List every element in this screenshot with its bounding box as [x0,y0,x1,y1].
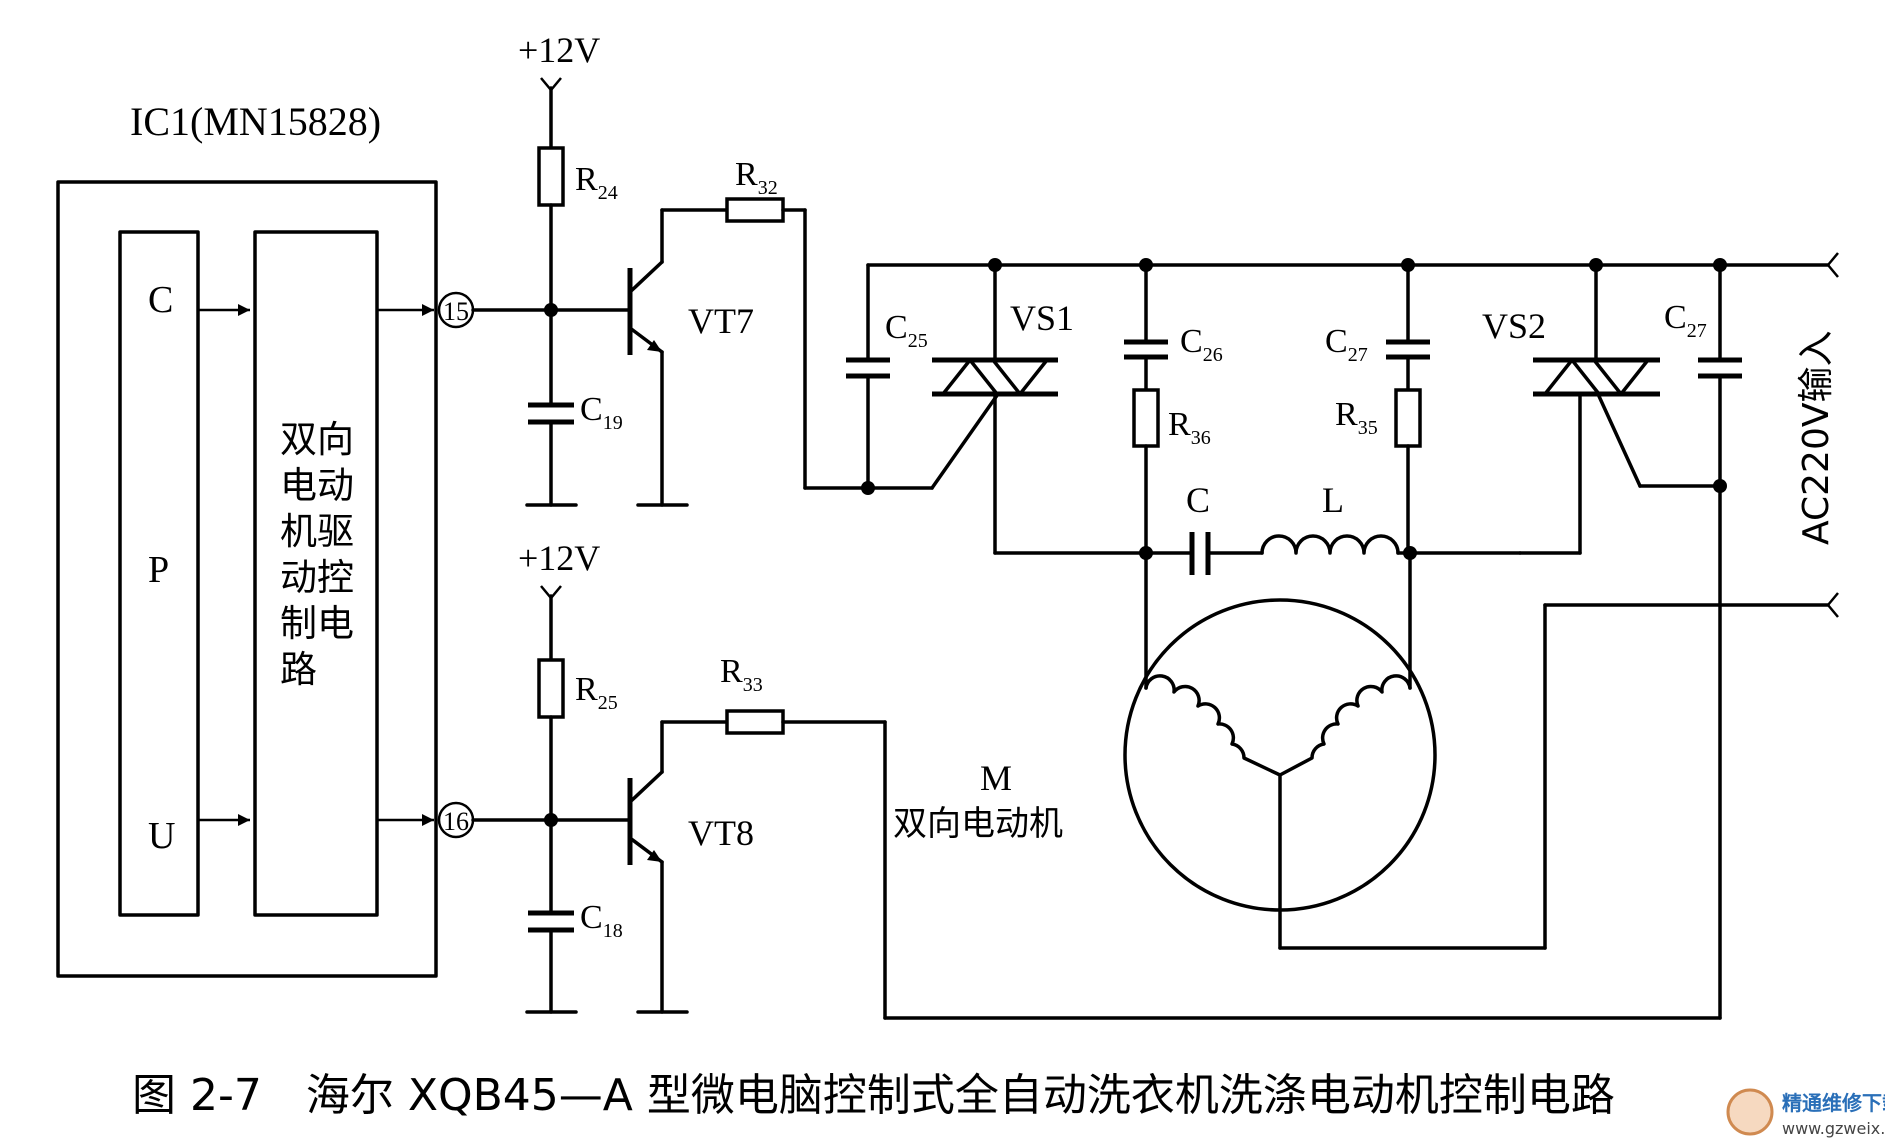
r35-label: R35 [1335,396,1378,439]
driver-text-5: 制电 [280,602,354,645]
vs1-label: VS1 [1010,298,1074,338]
arrowhead [238,304,250,316]
vt8-label: VT8 [688,813,754,853]
c19-label: C19 [580,391,623,434]
cpu-letter-c: C [148,279,173,321]
vs2-triangle [1592,358,1650,396]
r24-resistor [537,146,565,207]
watermark-text-1: 精通维修下载 [1782,1091,1885,1115]
ac-input-label: AC220V输入 [1796,331,1837,545]
driver-text-2: 电动 [280,464,354,507]
r33-resistor [725,709,785,735]
ic1-title: IC1(MN15828) [130,99,381,144]
vs1-gate [930,392,1000,490]
r36-resistor [1132,388,1160,448]
arrowhead [422,814,434,826]
c27a-label: C27 [1325,323,1368,366]
vt7-label: VT7 [688,301,754,341]
junction-dot [544,813,558,827]
vt8-collector [628,770,664,804]
motor-winding-left [1144,674,1282,777]
motor-winding-right [1278,674,1412,777]
r25-label: R25 [575,671,618,714]
watermark-logo [1726,1088,1774,1136]
c25-label: C25 [885,309,928,352]
motor-label-m: M [980,758,1012,798]
l-inductor [1260,534,1400,555]
ac-terminal-bottom [1827,592,1839,618]
vs2-triangle [1543,358,1601,396]
pin-15-label: 15 [443,297,469,326]
ac-terminal-top [1827,252,1839,278]
arrowhead [238,814,250,826]
vs1-triangle [991,358,1049,396]
c27b-label: C27 [1664,299,1707,342]
vt7-collector [628,260,664,294]
r35-resistor [1394,388,1422,448]
driver-text-6: 路 [280,648,317,691]
cpu-box [118,230,200,917]
vt7-emitter-arrow [647,340,662,352]
watermark-text-2: www.gzweix.com [1782,1119,1885,1138]
l-label: L [1322,480,1344,520]
driver-text-3: 机驱 [280,510,354,553]
power-section: C25 VS1 C26 R36 C L [846,252,1839,1020]
c18-label: C18 [580,899,623,942]
vt7-stage: +12V R24 C19 VT7 R32 [471,30,934,507]
c-label: C [1186,480,1210,520]
supply-label-top: +12V [518,30,600,70]
driver-text-1: 双向 [280,418,354,461]
c26-label: C26 [1180,323,1223,366]
watermark: 精通维修下载 www.gzweix.com [1726,1088,1885,1138]
cpu-letter-p: P [148,549,169,591]
vs2-label: VS2 [1482,306,1546,346]
arrowhead [422,304,434,316]
supply-label-bottom: +12V [518,538,600,578]
r32-resistor [725,197,785,223]
ic1-outline [56,180,438,978]
junction-dot [544,303,558,317]
r36-label: R36 [1168,406,1211,449]
r25-resistor [537,658,565,719]
vt8-stage: +12V R25 C18 VT8 R33 [471,538,1722,1020]
r33-label: R33 [720,653,763,696]
junction-dot [861,481,875,495]
driver-text-4: 动控 [280,556,354,599]
ic1-block: IC1(MN15828) C P U 双向 电动 机驱 动控 制电 路 15 1… [56,99,475,978]
vs1-triangle [941,358,999,396]
motor-label-name: 双向电动机 [893,804,1063,844]
cpu-letter-u: U [148,815,175,857]
driver-box [253,230,379,917]
motor: M 双向电动机 [893,551,1437,950]
junction-dot [1713,479,1727,493]
vt8-emitter-arrow [647,850,662,862]
r24-label: R24 [575,161,618,204]
figure-caption: 图 2-7 海尔 XQB45—A 型微电脑控制式全自动洗衣机洗涤电动机控制电路 [132,1070,1615,1121]
pin-16-label: 16 [443,807,469,836]
r32-label: R32 [735,156,778,199]
vs2-gate [1596,392,1642,488]
